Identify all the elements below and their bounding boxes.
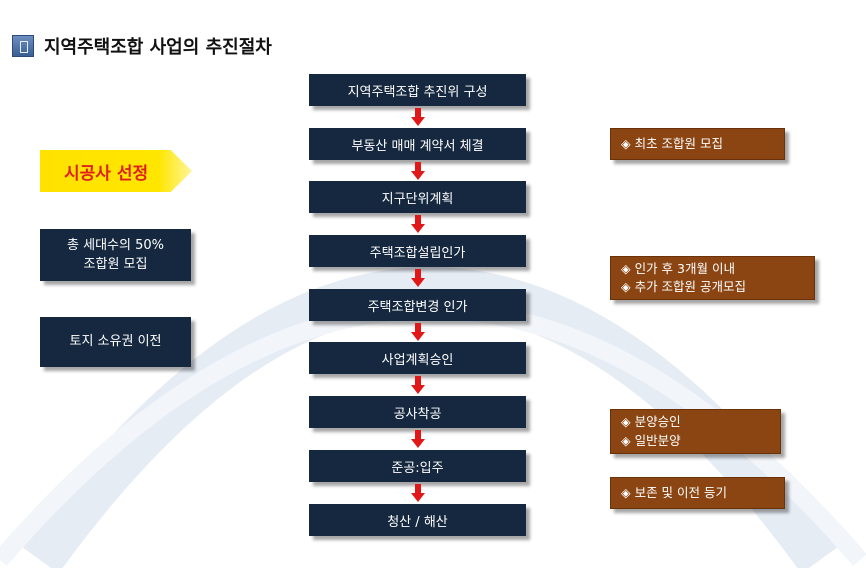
step-2: 부동산 매매 계약서 체결 [309, 128, 526, 160]
down-arrow-icon [411, 215, 425, 233]
member-recruit-line1: 총 세대수의 50% [67, 237, 164, 253]
right-note-1: ◈ 최초 조합원 모집 [610, 128, 785, 160]
step-9: 청산 / 해산 [309, 504, 526, 536]
right-note-3: ◈ 분양승인 ◈ 일반분양 [610, 409, 781, 454]
right-note-1-text: ◈ 최초 조합원 모집 [621, 135, 724, 151]
step-4: 주택조합설립인가 [309, 235, 526, 267]
right-note-2-line2: ◈ 추가 조합원 공개모집 [621, 279, 747, 294]
land-ownership-box: 토지 소유권 이전 [40, 317, 191, 367]
down-arrow-icon [411, 484, 425, 502]
down-arrow-icon [411, 269, 425, 287]
step-6: 사업계획승인 [309, 342, 526, 374]
title-icon [12, 35, 34, 57]
step-1: 지역주택조합 추진위 구성 [309, 74, 526, 106]
step-5: 주택조합변경 인가 [309, 289, 526, 321]
down-arrow-icon [411, 376, 425, 394]
right-note-4: ◈ 보존 및 이전 등기 [610, 477, 785, 509]
down-arrow-icon [411, 108, 425, 126]
right-note-3-line2: ◈ 일반분양 [621, 432, 681, 448]
right-note-4-text: ◈ 보존 및 이전 등기 [621, 484, 728, 500]
step-7: 공사착공 [309, 396, 526, 428]
step-3: 지구단위계획 [309, 181, 526, 213]
down-arrow-icon [411, 323, 425, 341]
right-note-3-line1: ◈ 분양승인 [621, 414, 681, 430]
contractor-selection-highlight: 시공사 선정 [40, 150, 192, 192]
right-note-2: ◈ 인가 후 3개월 이내 ◈ 추가 조합원 공개모집 [610, 256, 815, 300]
down-arrow-icon [411, 162, 425, 180]
right-note-2-line1: ◈ 인가 후 3개월 이내 [621, 260, 735, 276]
member-recruit-line2: 조합원 모집 [83, 257, 148, 272]
down-arrow-icon [411, 430, 425, 448]
member-recruit-box: 총 세대수의 50% 조합원 모집 [40, 229, 191, 281]
page-title: 지역주택조합 사업의 추진절차 [44, 37, 272, 58]
step-8: 준공:입주 [309, 450, 526, 482]
